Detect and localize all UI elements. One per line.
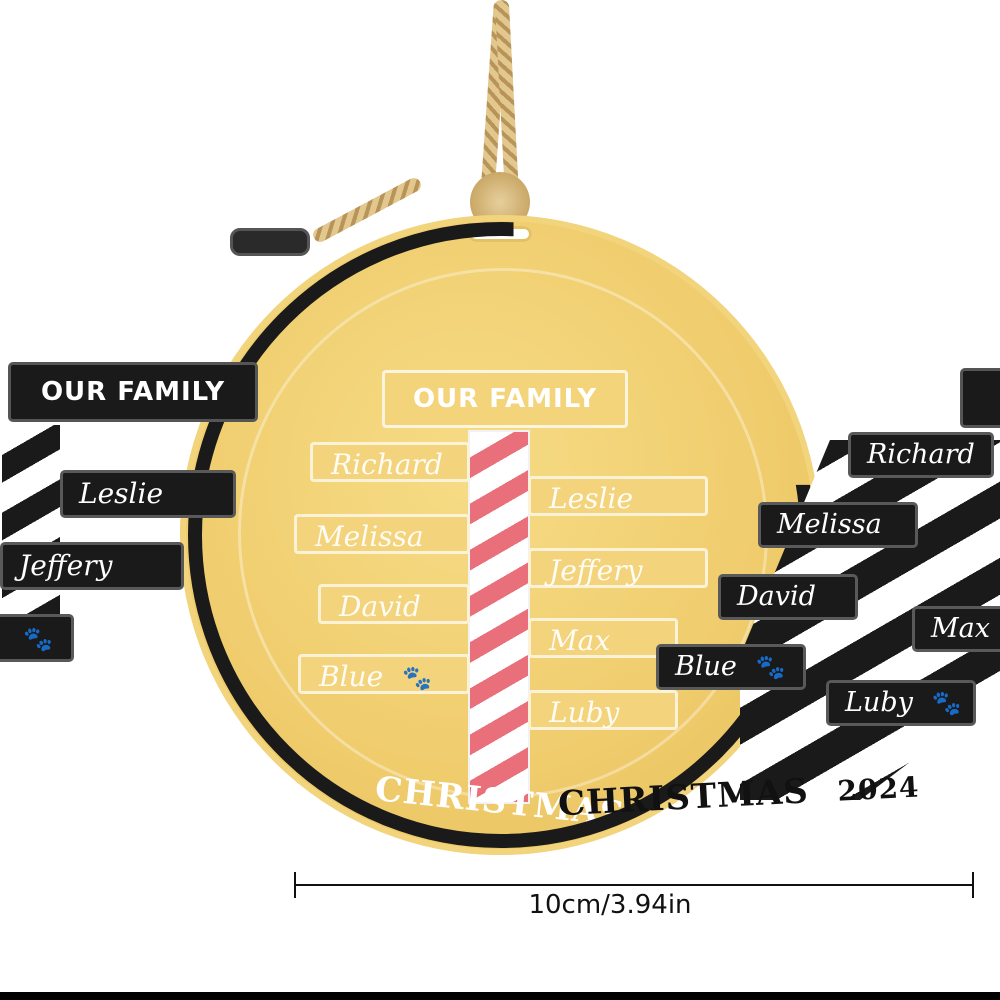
paw-print-icon: 🐾 <box>931 689 962 717</box>
paw-print-icon: 🐾 <box>23 625 53 653</box>
black-hanging-hole <box>230 228 310 256</box>
black-plank-label: Max <box>931 613 990 644</box>
dimension-tick-left <box>294 872 296 898</box>
black-plank: David <box>718 574 858 620</box>
black-plank-label: Jeffery <box>19 549 113 582</box>
black-candy-pole <box>2 425 60 645</box>
black-plank: Leslie <box>60 470 236 518</box>
black-plank-label: Leslie <box>79 477 164 510</box>
black-plank: Jeffery <box>0 542 184 590</box>
paw-print-icon: 🐾 <box>755 653 786 681</box>
dimension-tick-right <box>972 872 974 898</box>
black-plank: Blue 🐾 <box>656 644 806 690</box>
black-plank: 🐾 <box>0 614 74 662</box>
black-header-sign-right <box>960 368 1000 428</box>
dimension-label: 10cm/3.94in <box>528 890 692 920</box>
black-plank: Max <box>912 606 1000 652</box>
black-plank-label: Melissa <box>777 509 882 540</box>
bottom-border <box>0 992 1000 1000</box>
black-plank: Richard <box>848 432 994 478</box>
black-header-sign: OUR FAMILY <box>8 362 258 422</box>
black-plank-label: David <box>737 581 816 612</box>
black-plank-label: Blue <box>675 651 737 682</box>
black-plank-label: Richard <box>867 439 975 470</box>
black-plank-label: Luby <box>845 687 913 718</box>
black-plank: Luby 🐾 <box>826 680 976 726</box>
dimension-line <box>296 884 974 886</box>
black-plank: Melissa <box>758 502 918 548</box>
black-footer-year: 2024 <box>836 770 921 808</box>
